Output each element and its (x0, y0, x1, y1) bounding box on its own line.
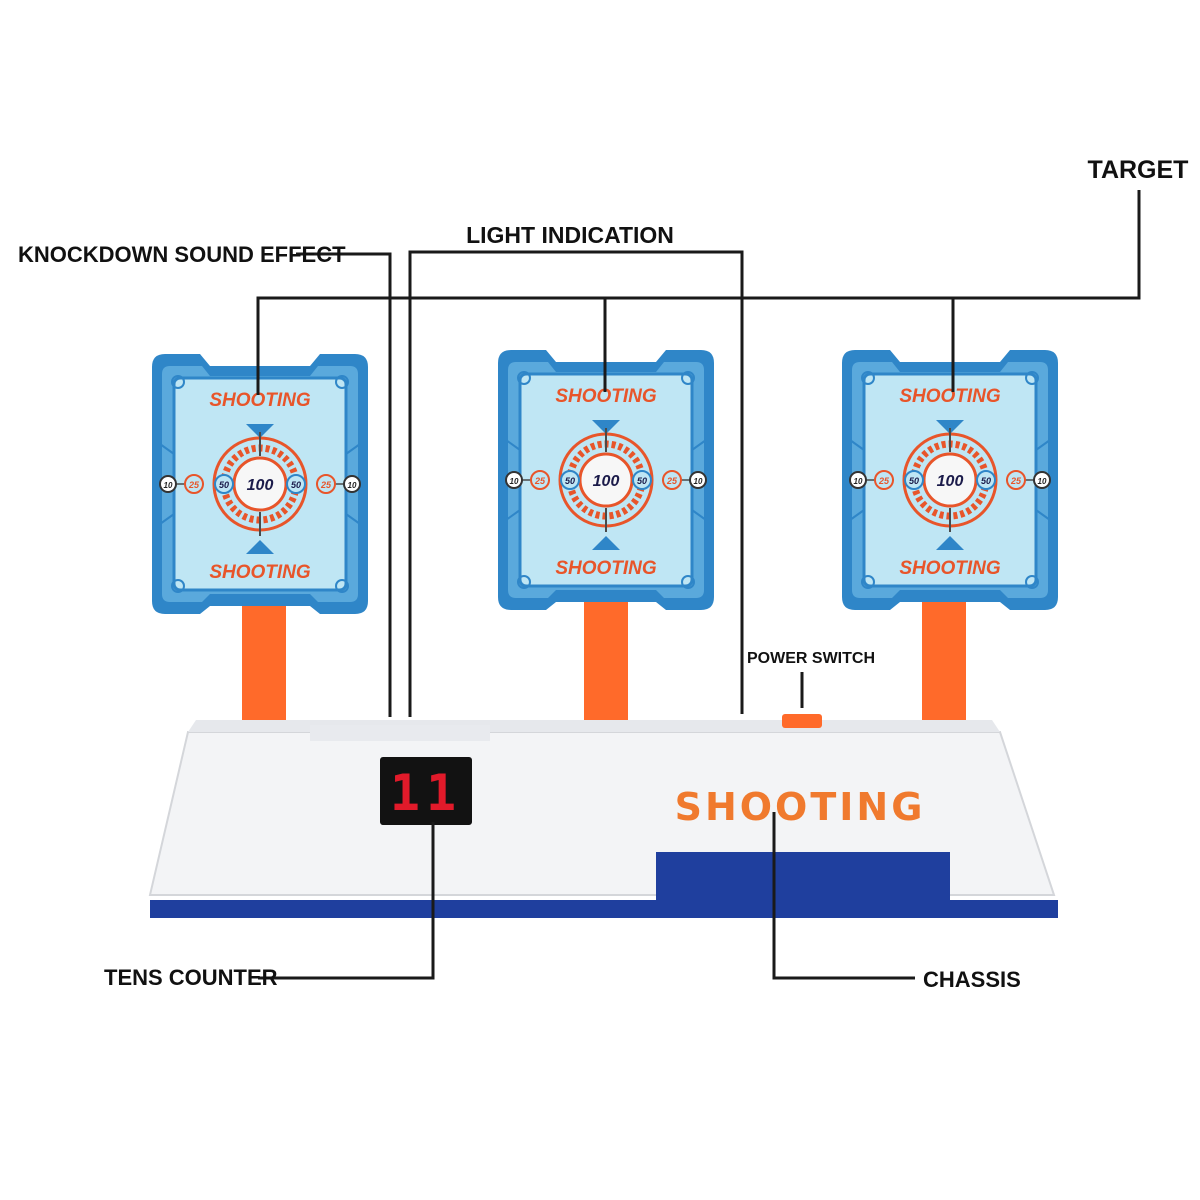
target-1-outer-left: 10 (164, 481, 173, 490)
target-1-pole (242, 605, 286, 740)
target-3-inner-left: 50 (909, 476, 919, 486)
power-switch-button[interactable] (782, 714, 822, 728)
target-1-top-text: SHOOTING (209, 390, 311, 411)
target-1-outer-right: 10 (348, 481, 357, 490)
knockdown-leader (296, 252, 392, 717)
target-1-mid-right: 25 (320, 480, 332, 490)
light-indication-leader (408, 250, 744, 717)
tens-counter-leader (258, 822, 435, 980)
target-2-center-value: 100 (593, 473, 620, 490)
target-2-inner-right: 50 (637, 476, 647, 486)
chassis-brand-text: SHOOTING (675, 785, 926, 829)
chassis-leader (772, 812, 915, 980)
target-2-outer-right: 10 (694, 477, 703, 486)
target-3-inner-right: 50 (981, 476, 991, 486)
tens-counter-value: 11 (390, 764, 462, 822)
target-2-top-text: SHOOTING (555, 386, 657, 407)
target-3-outer-right: 10 (1038, 477, 1047, 486)
label-light-indication: LIGHT INDICATION (466, 222, 674, 248)
label-target: TARGET (1088, 156, 1189, 184)
target-leader (256, 190, 1141, 395)
label-power-switch: POWER SWITCH (747, 650, 875, 667)
target-3-mid-left: 25 (878, 476, 890, 486)
chassis-top (188, 720, 1000, 732)
target-2-mid-right: 25 (666, 476, 678, 486)
target-3-top-text: SHOOTING (899, 386, 1001, 407)
target-3: SHOOTING SHOOTING 100 50 50 25 25 10 10 (842, 350, 1058, 740)
leader-lines (256, 190, 1141, 980)
target-3-bottom-text: SHOOTING (899, 558, 1001, 579)
tens-counter-display (380, 757, 472, 825)
target-2-inner-left: 50 (565, 476, 575, 486)
target-2-outer-left: 10 (510, 477, 519, 486)
target-1-center-value: 100 (247, 477, 274, 494)
target-1-mid-left: 25 (188, 480, 200, 490)
target-2-pole (584, 600, 628, 740)
label-knockdown-sound-effect: KNOCKDOWN SOUND EFFECT (18, 242, 346, 267)
target-1-inner-left: 50 (219, 480, 229, 490)
label-chassis: CHASSIS (923, 967, 1021, 992)
target-1: SHOOTING SHOOTING 100 50 50 25 25 10 10 (152, 354, 368, 740)
target-3-outer-left: 10 (854, 477, 863, 486)
chassis: 11 SHOOTING (148, 714, 1058, 918)
target-2-mid-left: 25 (534, 476, 546, 486)
target-1-bottom-text: SHOOTING (209, 562, 311, 583)
chassis-display-panel (310, 725, 490, 741)
target-2: SHOOTING SHOOTING 100 50 50 25 25 10 10 (498, 350, 714, 740)
label-tens-counter: TENS COUNTER (104, 965, 278, 990)
target-3-mid-right: 25 (1010, 476, 1022, 486)
target-1-inner-right: 50 (291, 480, 301, 490)
chassis-blue-cutout (656, 852, 950, 916)
target-2-bottom-text: SHOOTING (555, 558, 657, 579)
target-3-pole (922, 600, 966, 740)
target-3-center-value: 100 (937, 473, 964, 490)
